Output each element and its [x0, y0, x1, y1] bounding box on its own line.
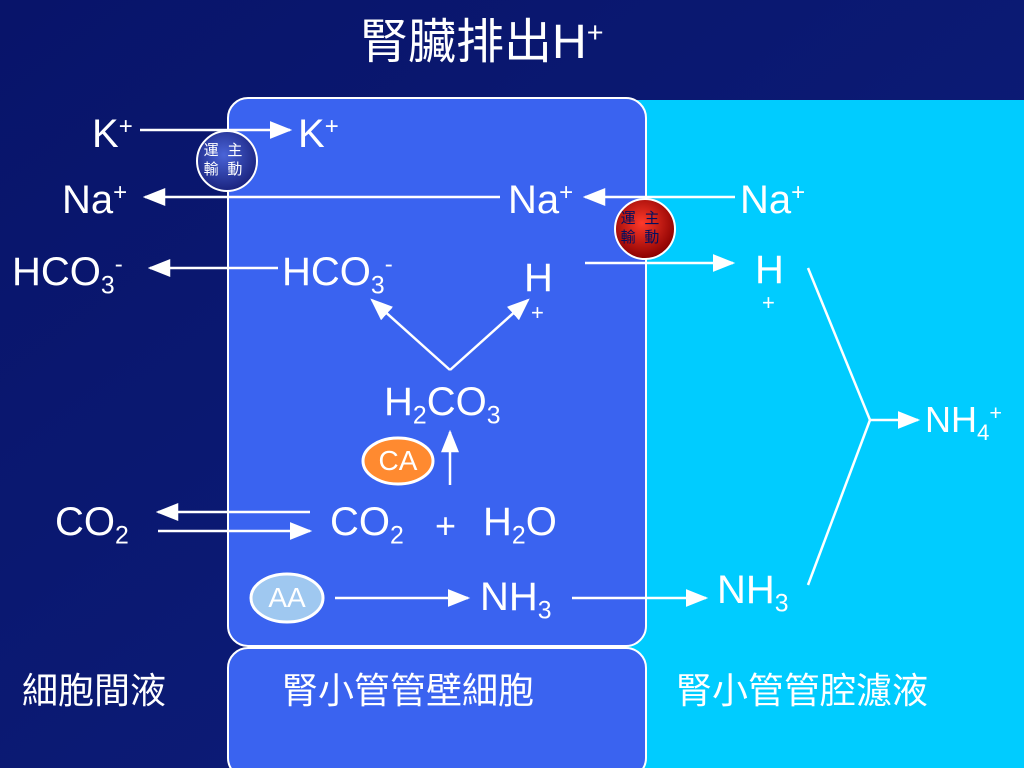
- h2co3-h: H: [384, 380, 413, 424]
- h-lumen-label: H: [755, 250, 784, 290]
- hco3-cell-sub: 3: [370, 272, 385, 300]
- hco3-cell-charge: -: [384, 250, 393, 278]
- co2-cell-sub: 2: [390, 522, 404, 550]
- page-title: 腎臟排出H+: [360, 18, 604, 67]
- k-left-label: K+: [92, 114, 133, 154]
- h2o-o: O: [525, 500, 557, 544]
- h2co3-sub1: 2: [412, 402, 427, 430]
- na-cell-base: Na: [508, 178, 560, 222]
- k-cell-label: K+: [298, 114, 339, 154]
- nh4-charge: +: [989, 400, 1003, 426]
- hco3-cell-label: HCO3-: [282, 252, 393, 299]
- nh4-base: NH: [925, 399, 977, 440]
- h-cell-charge: +: [531, 300, 544, 325]
- hco3-left-base: HCO: [12, 250, 101, 294]
- co2-left-label: CO2: [55, 502, 129, 549]
- k-left-charge: +: [118, 112, 133, 140]
- title-text: 腎臟排出: [360, 14, 553, 70]
- hco3-left-label: HCO3-: [12, 252, 123, 299]
- na-cell-charge: +: [559, 178, 574, 206]
- k-pump-circle: [196, 130, 258, 192]
- na-pump-row2: 輸 動: [620, 228, 662, 246]
- split-right-arrow: [449, 298, 530, 371]
- nh3-cell-base: NH: [480, 575, 538, 619]
- nh4-label: NH4+: [925, 402, 1002, 444]
- k-pump-row2: 輸 動: [203, 160, 245, 178]
- interstitial-label: 細胞間液: [22, 671, 167, 712]
- title-charge: +: [586, 17, 604, 50]
- nh3-lumen-label: NH3: [717, 570, 789, 617]
- nh3-cell-sub: 3: [537, 597, 552, 625]
- na-pump-circle: [614, 198, 676, 260]
- nh3-lumen-sub: 3: [774, 590, 789, 618]
- h-lumen-base: H: [755, 248, 784, 292]
- na-left-charge: +: [113, 178, 128, 206]
- k-cell-charge: +: [324, 112, 339, 140]
- split-left-arrow: [370, 298, 451, 371]
- h-cell-label: H: [524, 258, 553, 298]
- na-lumen-charge: +: [791, 178, 806, 206]
- h2o-h: H: [483, 500, 512, 544]
- co2-cell-base: CO: [330, 500, 390, 544]
- title-ion: H: [552, 16, 587, 69]
- nh4-sub: 4: [977, 419, 990, 445]
- na-left-label: Na+: [62, 180, 127, 220]
- co2-left-sub: 2: [115, 522, 129, 550]
- na-pump-label: 運 主 輸 動: [620, 209, 662, 247]
- k-cell-base: K: [298, 112, 325, 156]
- hco3-cell-base: HCO: [282, 250, 371, 294]
- plus-sign: +: [435, 505, 457, 546]
- combine-line-bottom: [806, 419, 872, 586]
- h2o-sub: 2: [511, 522, 526, 550]
- combine-line-top: [806, 267, 872, 421]
- h-lumen-charge: +: [762, 290, 775, 315]
- h2co3-sub2: 3: [486, 402, 501, 430]
- h2o-label: H2O: [483, 502, 557, 549]
- k-pump-label: 運 主 輸 動: [203, 141, 245, 179]
- na-cell-label: Na+: [508, 180, 573, 220]
- co2-cell-label: CO2: [330, 502, 404, 549]
- h-cell-base: H: [524, 256, 553, 300]
- h2co3-co: CO: [426, 380, 487, 424]
- cell-region: [227, 97, 647, 647]
- h2co3-label: H2CO3: [384, 382, 500, 429]
- aa-oval: [249, 572, 325, 624]
- k-pump-row1: 運 主: [203, 141, 245, 159]
- k-left-base: K: [92, 112, 119, 156]
- lumen-region-label: 腎小管管腔濾液: [676, 671, 929, 712]
- aa-label: AA: [268, 582, 306, 613]
- ca-label: CA: [378, 445, 418, 476]
- na-pump-row1: 運 主: [620, 209, 662, 227]
- lumen-region: [600, 100, 1024, 768]
- cell-label-box: [227, 647, 647, 768]
- na-lumen-label: Na+: [740, 180, 805, 220]
- hco3-left-sub: 3: [100, 272, 115, 300]
- na-lumen-base: Na: [740, 178, 792, 222]
- nh3-cell-label: NH3: [480, 577, 552, 624]
- hco3-left-charge: -: [114, 250, 123, 278]
- co2-left-base: CO: [55, 500, 115, 544]
- nh3-lumen-base: NH: [717, 568, 775, 612]
- ca-oval: [361, 436, 435, 486]
- na-left-base: Na: [62, 178, 114, 222]
- cell-region-label: 腎小管管壁細胞: [282, 671, 535, 712]
